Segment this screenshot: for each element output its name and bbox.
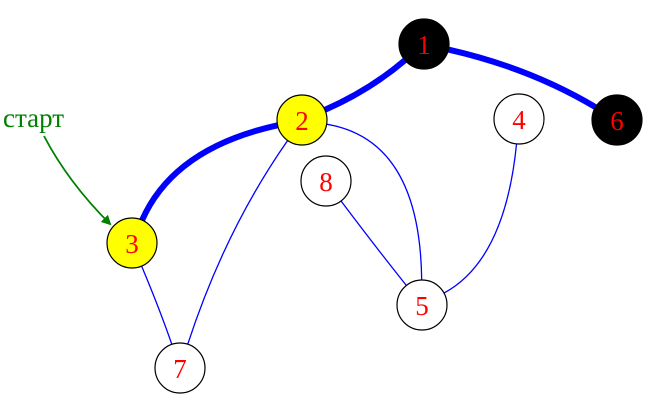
node-7: 7 bbox=[154, 342, 206, 394]
node-label-8: 8 bbox=[319, 167, 333, 197]
edge-2-5 bbox=[325, 123, 423, 281]
node-label-6: 6 bbox=[610, 106, 624, 136]
start-indicator: старт bbox=[3, 103, 112, 226]
edge-5-4 bbox=[443, 143, 518, 294]
start-arrow bbox=[43, 135, 112, 226]
node-circle-4 bbox=[493, 93, 545, 145]
node-label-7: 7 bbox=[173, 354, 187, 384]
node-label-1: 1 bbox=[417, 30, 431, 60]
node-5: 5 bbox=[396, 279, 448, 331]
edge-7-2 bbox=[187, 139, 289, 345]
node-circle-2 bbox=[276, 94, 328, 146]
node-circle-7 bbox=[154, 342, 206, 394]
edges-layer bbox=[139, 46, 599, 346]
node-circle-6 bbox=[591, 94, 643, 146]
edge-3-2 bbox=[139, 122, 281, 224]
node-2: 2 bbox=[276, 94, 328, 146]
edge-1-6 bbox=[445, 46, 599, 111]
node-label-3: 3 bbox=[125, 229, 139, 259]
node-label-2: 2 bbox=[295, 106, 309, 136]
node-circle-1 bbox=[398, 18, 450, 70]
node-4: 4 bbox=[493, 93, 545, 145]
node-3: 3 bbox=[106, 217, 158, 269]
node-6: 6 bbox=[591, 94, 643, 146]
node-label-5: 5 bbox=[415, 291, 429, 321]
edge-8-5 bbox=[340, 200, 408, 287]
node-1: 1 bbox=[398, 18, 450, 70]
edge-2-1 bbox=[321, 57, 408, 113]
node-circle-8 bbox=[300, 155, 352, 207]
node-circle-5 bbox=[396, 279, 448, 331]
node-circle-3 bbox=[106, 217, 158, 269]
nodes-layer: 1 2 3 4 5 6 7 8 bbox=[106, 18, 643, 394]
node-label-4: 4 bbox=[512, 105, 526, 135]
node-8: 8 bbox=[300, 155, 352, 207]
edge-3-7 bbox=[140, 265, 173, 346]
start-label: старт bbox=[3, 103, 64, 133]
